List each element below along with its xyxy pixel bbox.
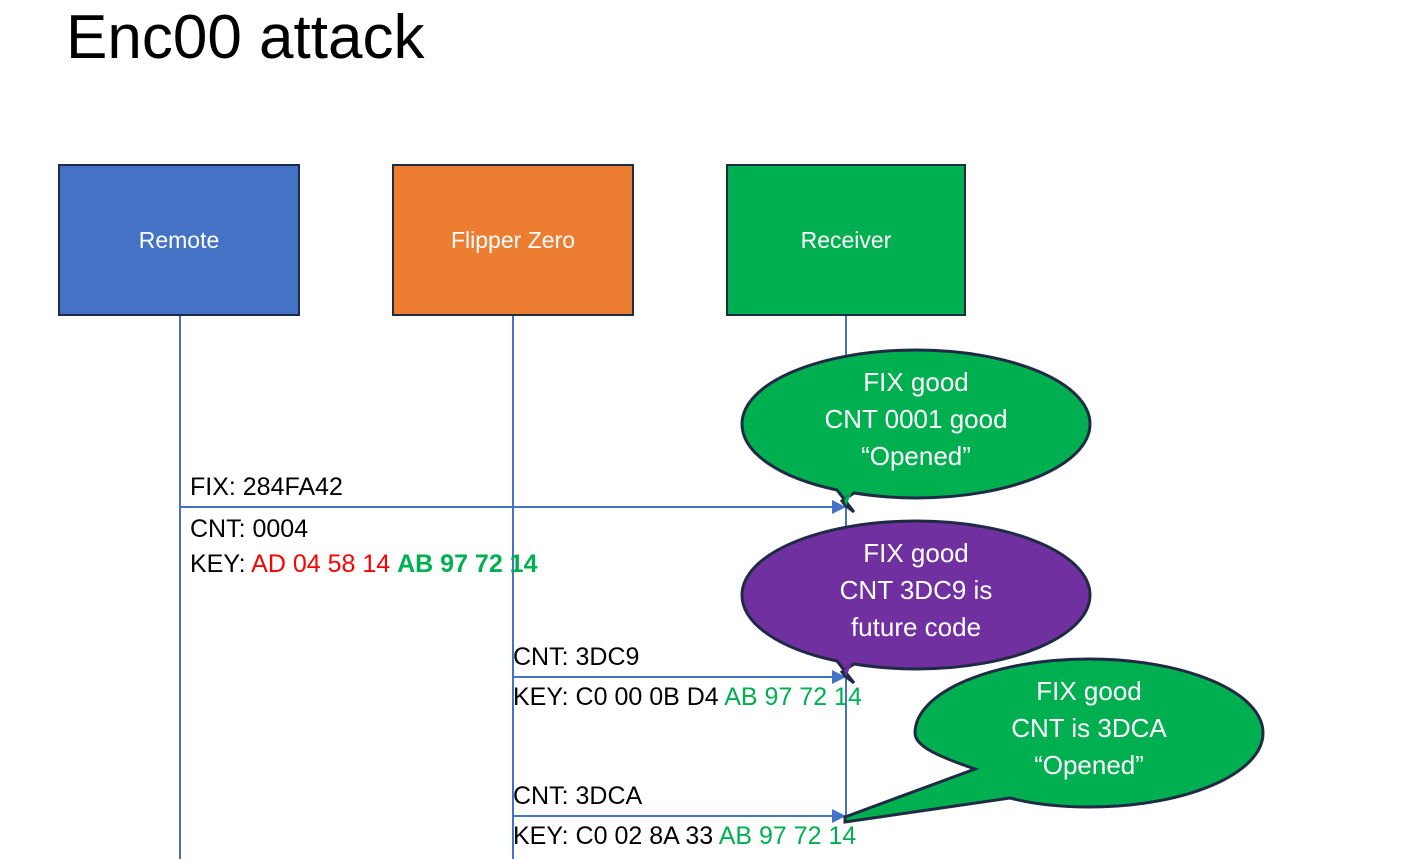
callout-shape-3 [843, 657, 1265, 824]
message-2-cnt-text: CNT: 3DC9 [513, 643, 640, 671]
actor-box-receiver[interactable]: Receiver [726, 164, 966, 316]
message-1-payload: CNT: 0004 KEY: AD 04 58 14 AB 97 72 14 [190, 512, 538, 581]
actor-label-remote: Remote [138, 226, 220, 253]
lifeline-remote [179, 316, 181, 859]
message-1-key-first-half: AD 04 58 14 [251, 549, 391, 578]
callout-shape-1 [740, 348, 1092, 514]
message-3-cnt-text: CNT: 3DCA [513, 782, 643, 810]
message-2-cnt: CNT: 3DC9 [513, 640, 639, 675]
message-1-fix-text: FIX: 284FA42 [190, 473, 343, 501]
actor-label-receiver: Receiver [800, 226, 892, 253]
message-3-key: KEY: C0 02 8A 33 AB 97 72 14 [513, 819, 856, 854]
message-3-cnt: CNT: 3DCA [513, 779, 642, 814]
message-arrow-3 [513, 815, 846, 817]
message-2-key: KEY: C0 00 0B D4 AB 97 72 14 [513, 680, 862, 715]
message-1-fix: FIX: 284FA42 [190, 470, 343, 505]
message-2-key-second-half: AB 97 72 14 [724, 683, 862, 711]
actor-box-flipper[interactable]: Flipper Zero [392, 164, 634, 316]
message-arrow-2 [513, 676, 846, 678]
callout-bubble-1[interactable]: FIX good CNT 0001 good “Opened” [740, 348, 1092, 515]
message-1-key-second-half: AB 97 72 14 [397, 549, 538, 578]
message-2-key-prefix: KEY: C0 00 0B D4 [513, 683, 725, 711]
arrowhead-icon-3 [832, 809, 846, 823]
message-1-key: KEY: AD 04 58 14 AB 97 72 14 [190, 547, 538, 582]
message-3-key-prefix: KEY: C0 02 8A 33 [513, 822, 719, 850]
message-1-key-prefix: KEY: [190, 549, 252, 578]
callout-shape-2 [740, 519, 1092, 685]
lifeline-flipper [512, 316, 514, 859]
message-1-cnt: CNT: 0004 [190, 512, 538, 547]
actor-label-flipper: Flipper Zero [451, 226, 575, 253]
message-1-cnt-text: CNT: 0004 [190, 515, 309, 543]
message-arrow-1 [180, 506, 846, 508]
callout-bubble-3[interactable]: FIX good CNT is 3DCA “Opened” [843, 657, 1265, 824]
actor-box-remote[interactable]: Remote [58, 164, 300, 316]
message-3-key-second-half: AB 97 72 14 [718, 822, 857, 850]
page-title: Enc00 attack [66, 3, 425, 72]
